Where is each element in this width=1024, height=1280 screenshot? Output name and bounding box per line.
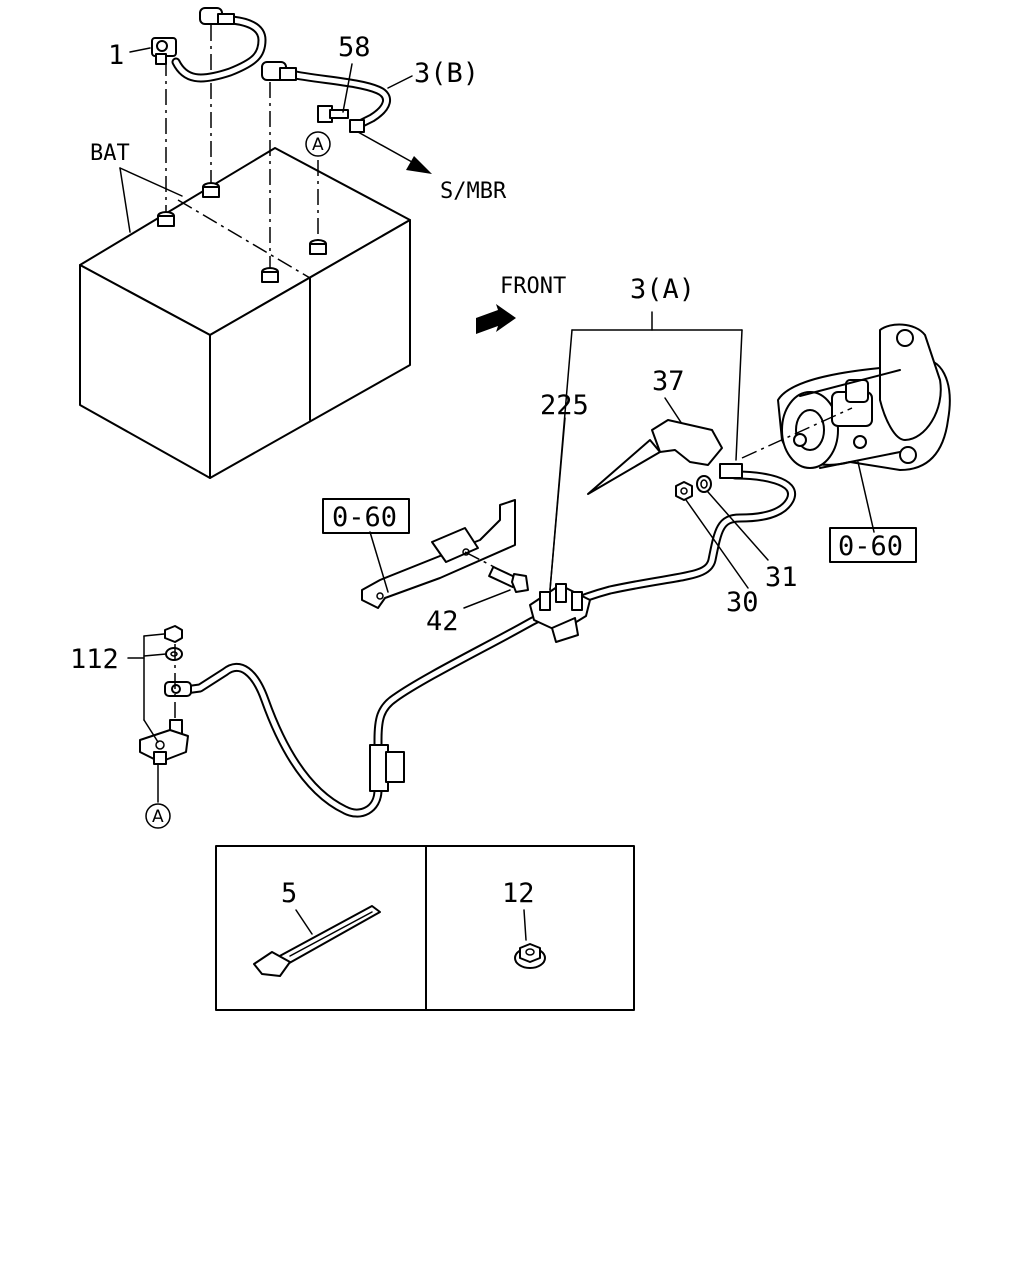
battery [79, 147, 411, 479]
front-arrow [476, 304, 516, 334]
circle-a-top [305, 131, 331, 157]
label-ref-left: 0-60 [332, 502, 397, 533]
label-part-5: 5 [281, 878, 297, 909]
flange-nut-12 [514, 943, 546, 969]
label-circle-a-bottom: A [152, 807, 164, 827]
label-part-37: 37 [652, 366, 685, 397]
label-bat: BAT [90, 141, 130, 166]
washer-31 [696, 475, 712, 493]
circle-a-bottom [145, 803, 171, 829]
parts-box [215, 845, 635, 1011]
label-part-225: 225 [540, 390, 589, 421]
label-part-112: 112 [70, 644, 119, 675]
reference-box-right [829, 527, 917, 563]
label-part-3b: 3(B) [414, 58, 479, 89]
label-part-3a: 3(A) [630, 274, 695, 305]
cable-tie-5 [253, 905, 381, 977]
label-circle-a-top: A [312, 135, 324, 155]
cable-clamp [529, 583, 591, 643]
bolt-42 [488, 565, 529, 593]
label-part-30: 30 [726, 587, 759, 618]
label-part-12: 12 [502, 878, 535, 909]
bracket [361, 499, 516, 609]
starter-cable-225 [164, 419, 796, 818]
label-front: FRONT [500, 274, 566, 299]
terminal-112 [139, 625, 189, 765]
battery-terminal [157, 182, 327, 283]
battery-cable-1 [151, 7, 267, 83]
battery-cable-3b [261, 61, 391, 133]
label-part-31: 31 [765, 562, 798, 593]
label-part-1: 1 [108, 40, 124, 71]
label-s-mbr: S/MBR [440, 179, 507, 204]
nut-30 [675, 481, 693, 501]
label-ref-right: 0-60 [838, 531, 903, 562]
starter-motor [777, 323, 951, 471]
label-part-42: 42 [426, 606, 459, 637]
bolt-58 [317, 105, 349, 123]
reference-box-left [322, 498, 410, 534]
label-part-58: 58 [338, 32, 371, 63]
